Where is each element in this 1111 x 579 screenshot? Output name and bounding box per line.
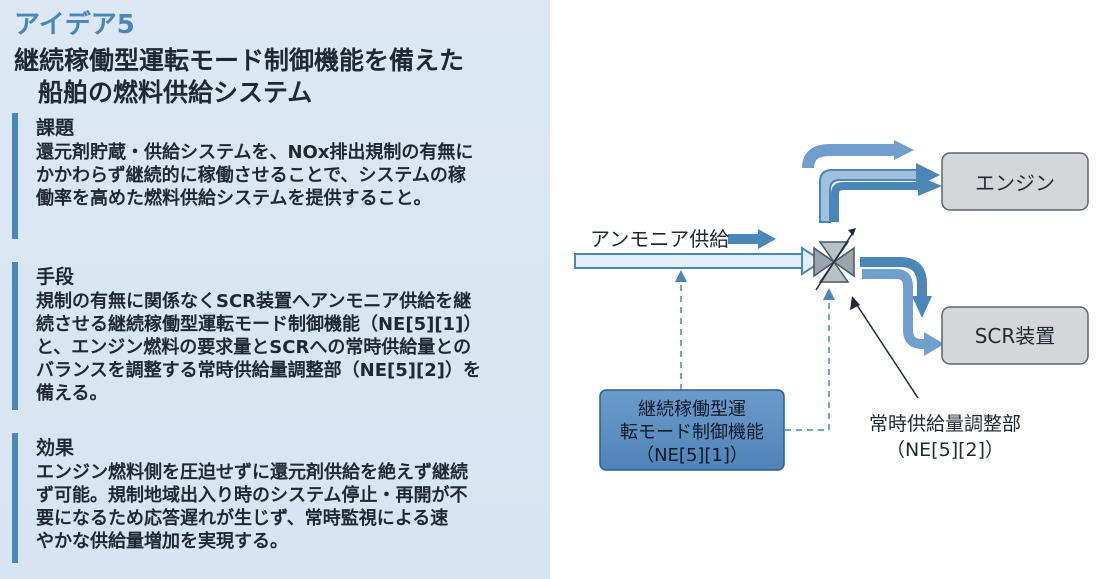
left-panel: アイデア5 継続稼働型運転モード制御機能を備えた 船舶の燃料供給システム 課題 … bbox=[0, 0, 550, 579]
adjuster-label-line-2: （NE[5][2]） bbox=[886, 439, 1004, 461]
text-line: 規制の有無に関係なくSCR装置へアンモニア供給を継 bbox=[36, 291, 472, 312]
section-bar bbox=[12, 433, 18, 563]
engine-curve-arrow bbox=[802, 140, 914, 169]
control-box-line-2: 転モード制御機能 bbox=[620, 422, 764, 443]
section-bar bbox=[12, 262, 18, 410]
text-line: ず可能。規制地域出入り時のシステム停止・再開が不 bbox=[36, 485, 468, 506]
section-effect: 効果 エンジン燃料側を圧迫せずに還元剤供給を絶えず継続 ず可能。規制地域出入り時… bbox=[12, 433, 542, 563]
section-text-means: 規制の有無に関係なくSCR装置へアンモニア供給を継 続させる継続稼働型運転モード… bbox=[36, 290, 536, 405]
idea-label: アイデア5 bbox=[14, 10, 135, 40]
adjuster-label-line-1: 常時供給量調整部 bbox=[869, 413, 1021, 435]
control-mode-box: 継続稼働型運 転モード制御機能 （NE[5][1]） bbox=[599, 389, 785, 471]
text-line: やかな供給量増加を実現する。 bbox=[36, 531, 288, 552]
scr-box: SCR装置 bbox=[941, 306, 1089, 365]
section-text-effect: エンジン燃料側を圧迫せずに還元剤供給を絶えず継続 ず可能。規制地域出入り時のシス… bbox=[36, 461, 536, 553]
valve-icon bbox=[813, 228, 856, 291]
section-problem: 課題 還元剤貯蔵・供給システムを、NOx排出規制の有無に かかわらず継続的に稼働… bbox=[12, 113, 542, 239]
ammonia-supply-label: アンモニア供給 bbox=[590, 227, 729, 251]
engine-box: エンジン bbox=[941, 152, 1089, 211]
text-line: バランスを調整する常時供給量調整部（NE[5][2]）を bbox=[36, 360, 481, 381]
section-bar bbox=[12, 113, 18, 239]
text-line: 要になるため応答遅れが生じず、常時監視による速 bbox=[36, 508, 449, 529]
scr-label: SCR装置 bbox=[975, 324, 1056, 348]
scr-branch-pipe bbox=[860, 257, 944, 356]
section-heading-means: 手段 bbox=[36, 266, 75, 288]
text-line: エンジン燃料側を圧迫せずに還元剤供給を絶えず継続 bbox=[36, 462, 468, 483]
flow-diagram: エンジン SCR装置 アンモニア供給 継続稼働型運 転モード制御機能 （NE[5… bbox=[574, 140, 1089, 471]
text-line: 還元剤貯蔵・供給システムを、NOx排出規制の有無に bbox=[36, 142, 474, 163]
input-pipe bbox=[574, 246, 824, 276]
engine-branch-pipe bbox=[819, 163, 942, 223]
section-means: 手段 規制の有無に関係なくSCR装置へアンモニア供給を継 続させる継続稼働型運転… bbox=[12, 262, 542, 410]
text-line: 備える。 bbox=[36, 383, 108, 404]
control-box-line-3: （NE[5][1]） bbox=[636, 445, 748, 466]
section-heading-problem: 課題 bbox=[36, 117, 75, 139]
text-line: 働率を高めた燃料供給システムを提供すること。 bbox=[36, 188, 432, 209]
title-line-1: 継続稼働型運転モード制御機能を備えた bbox=[14, 46, 465, 75]
control-box-line-1: 継続稼働型運 bbox=[638, 399, 746, 420]
text-line: と、エンジン燃料の要求量とSCRへの常時供給量との bbox=[36, 337, 472, 358]
text-line: かかわらず継続的に稼働させることで、システムの稼 bbox=[36, 165, 466, 186]
text-line: 続させる継続稼働型運転モード制御機能（NE[5][1]） bbox=[36, 314, 482, 335]
section-text-problem: 還元剤貯蔵・供給システムを、NOx排出規制の有無に かかわらず継続的に稼働させる… bbox=[36, 141, 536, 210]
input-arrow bbox=[728, 229, 776, 249]
title-line-2: 船舶の燃料供給システム bbox=[38, 78, 313, 107]
adjuster-pointer bbox=[850, 296, 919, 399]
control-dashed-lines bbox=[675, 270, 835, 431]
section-heading-effect: 効果 bbox=[36, 437, 75, 459]
engine-label: エンジン bbox=[975, 171, 1055, 195]
